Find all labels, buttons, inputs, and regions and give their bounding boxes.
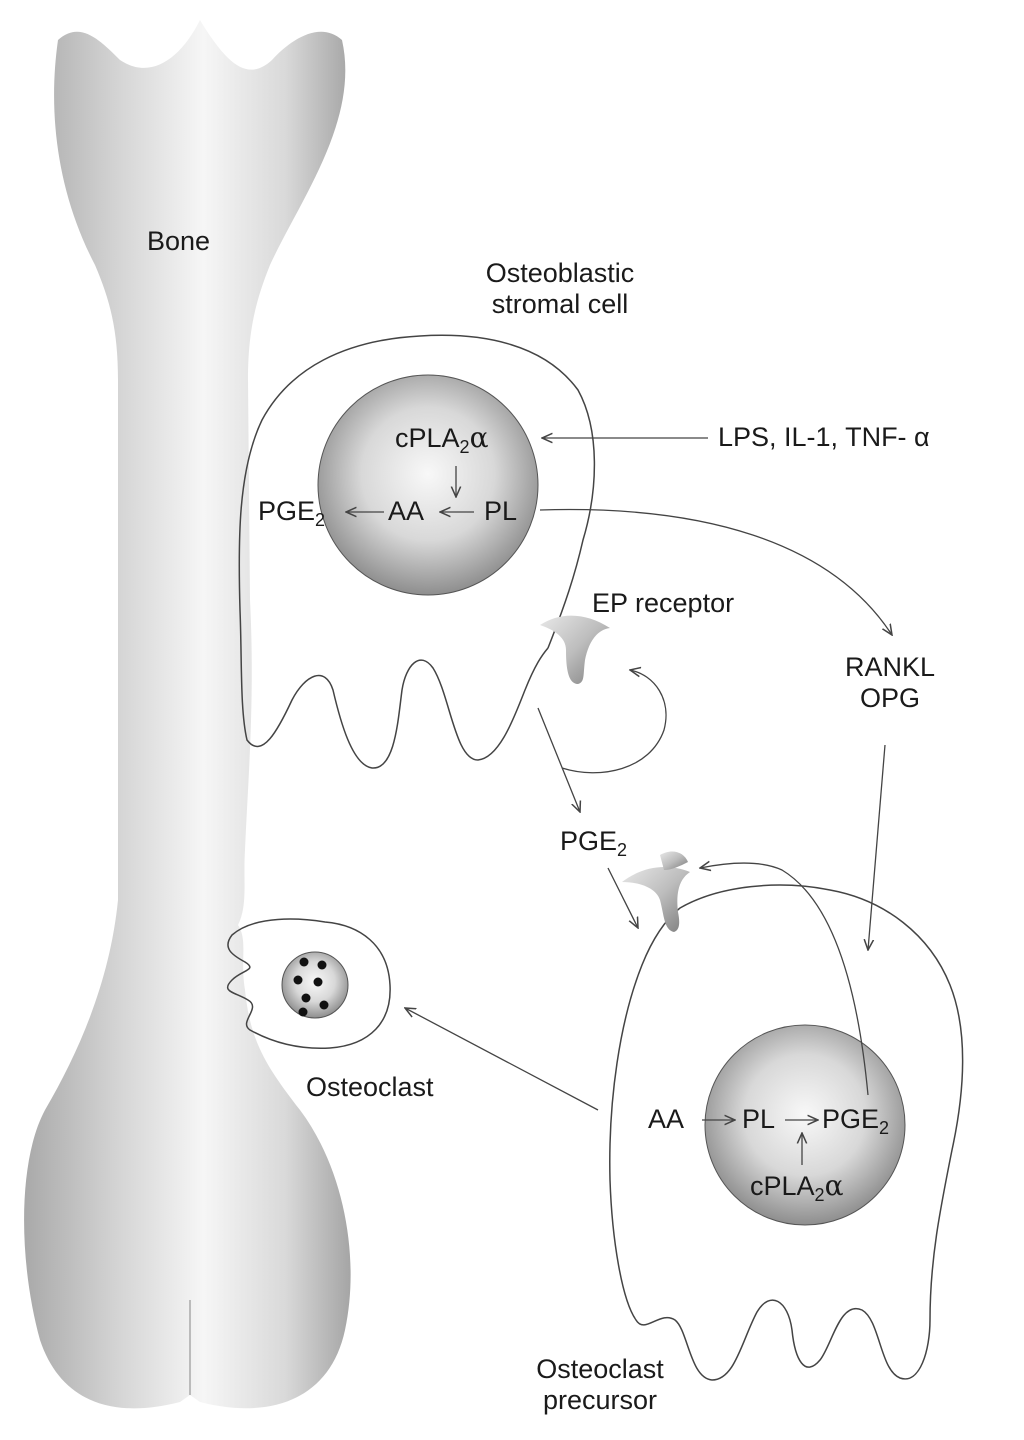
pge2-signal-label: PGE2 <box>560 826 628 860</box>
arrow-pge2-to-receptor <box>607 867 638 928</box>
upper-cpla2-label: cPLA2α <box>395 421 489 457</box>
upper-cpla2-alpha: α <box>469 421 489 454</box>
stimuli-label: LPS, IL-1, TNF- α <box>718 422 930 452</box>
ep-receptor-label: EP receptor <box>592 588 735 618</box>
precursor-label-line2: precursor <box>542 1385 658 1416</box>
osteoblast-nucleus <box>317 374 539 596</box>
osteoblast-cell-outline <box>238 334 596 769</box>
precursor-label-line1: Osteoclast <box>536 1354 664 1384</box>
arrow-cell-to-pge2 <box>537 707 580 812</box>
lower-cpla2-sub: 2 <box>814 1185 825 1205</box>
upper-pge2-sub: 2 <box>315 510 326 530</box>
precursor-receptor-top <box>660 851 688 870</box>
lower-pge2-label: PGE2 <box>822 1104 890 1138</box>
bone-label: Bone <box>147 226 211 256</box>
upper-pge2-text: PGE <box>258 496 316 526</box>
pge2-signal-sub: 2 <box>617 840 628 860</box>
arrow-precursor-to-osteoclast <box>405 1008 599 1111</box>
lower-cpla2-text: cPLA <box>750 1171 815 1201</box>
arrow-pl-to-rankl <box>539 508 892 635</box>
bone-shape <box>24 20 351 1409</box>
osteoblast-label-line2: stromal cell <box>491 289 629 320</box>
upper-cpla2-text: cPLA <box>395 423 460 453</box>
opg-label: OPG <box>859 683 920 714</box>
lower-pl-label: PL <box>742 1104 776 1134</box>
ep-receptor-shape <box>540 615 610 684</box>
rankl-opg-label: RANKL OPG <box>820 652 960 714</box>
lower-cpla2-alpha: α <box>824 1169 844 1202</box>
precursor-label: Osteoclast precursor <box>500 1354 700 1416</box>
upper-cpla2-sub: 2 <box>459 437 470 457</box>
precursor-receptor-shape <box>622 867 690 932</box>
rankl-label: RANKL <box>844 652 936 682</box>
upper-aa-label: AA <box>388 496 425 526</box>
precursor-cell-outline <box>609 884 964 1381</box>
lower-aa-label: AA <box>648 1104 685 1134</box>
arrow-autocrine-loop <box>561 670 667 774</box>
arrow-pge2-to-lower-receptor <box>700 863 869 1096</box>
osteoclast-label: Osteoclast <box>306 1072 434 1102</box>
upper-pge2-label: PGE2 <box>258 496 326 530</box>
osteoclast-granules <box>293 957 329 1017</box>
lower-pge2-text: PGE <box>822 1104 880 1134</box>
precursor-nucleus <box>704 1024 906 1226</box>
osteoblast-label-line1: Osteoblastic <box>485 258 635 288</box>
upper-pl-label: PL <box>484 496 518 526</box>
pge2-signal-text: PGE <box>560 826 618 856</box>
osteoclast-cell-outline <box>226 918 391 1050</box>
arrow-rankl-to-precursor <box>868 744 886 950</box>
lower-cpla2-label: cPLA2α <box>750 1169 844 1205</box>
osteoblast-label: Osteoblastic stromal cell <box>455 258 665 320</box>
lower-pge2-sub: 2 <box>879 1118 890 1138</box>
